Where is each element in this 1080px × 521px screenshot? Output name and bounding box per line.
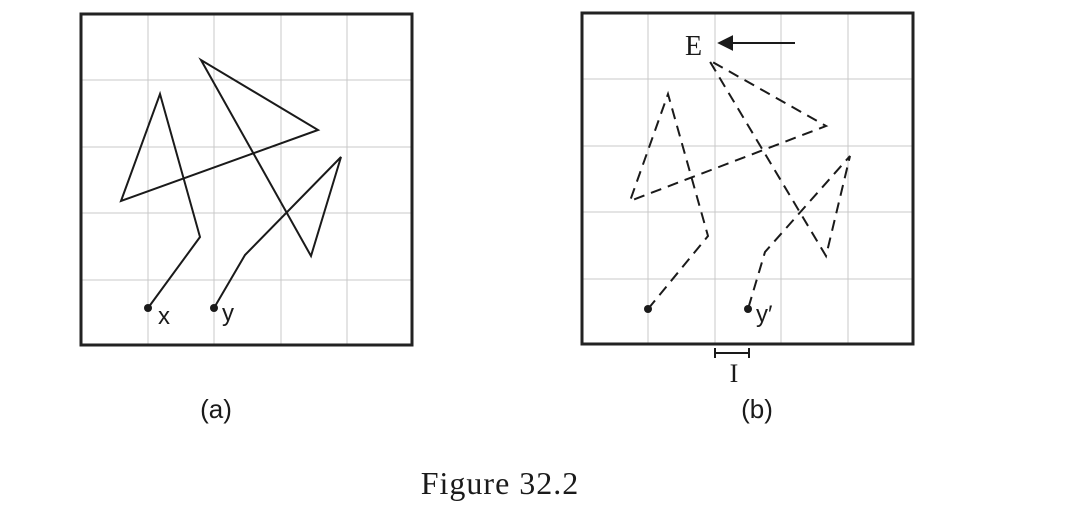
point-x xyxy=(144,304,152,312)
point-y-prime xyxy=(744,305,752,313)
point-y xyxy=(210,304,218,312)
label-x: x xyxy=(158,303,170,330)
panel-b-frame xyxy=(580,11,915,346)
label-interval: I xyxy=(730,359,739,388)
label-y: y xyxy=(222,300,234,327)
path-from-x xyxy=(119,57,342,309)
caption-b: (b) xyxy=(741,394,773,424)
panel-a-grid xyxy=(81,14,412,345)
panel-b: y′ E I (b) xyxy=(580,11,915,424)
path-dashed-to-y-prime xyxy=(628,57,851,310)
label-y-prime: y′ xyxy=(756,301,773,328)
point-start-b xyxy=(644,305,652,313)
panel-b-grid xyxy=(582,13,913,344)
panel-a: x y (a) xyxy=(79,12,414,424)
label-e: E xyxy=(685,31,702,62)
panel-a-frame xyxy=(79,12,414,347)
caption-a: (a) xyxy=(200,394,232,424)
figure-caption: Figure 32.2 xyxy=(421,465,580,501)
interval-marker xyxy=(714,348,750,358)
